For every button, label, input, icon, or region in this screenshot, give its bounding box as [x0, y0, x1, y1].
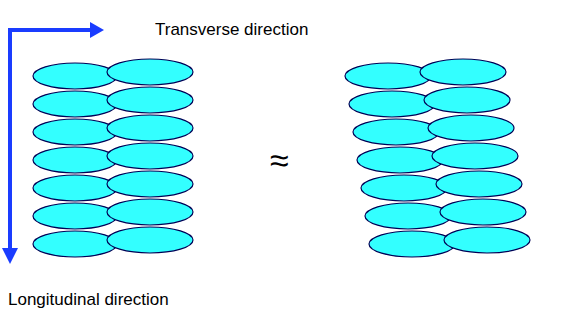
disk — [440, 199, 526, 225]
straight-stack — [33, 59, 193, 257]
disk — [107, 87, 193, 113]
disk — [424, 87, 510, 113]
disk — [353, 119, 439, 145]
disk — [33, 147, 117, 173]
approx-symbol: ≈ — [270, 140, 289, 181]
disk — [107, 115, 193, 141]
disk — [365, 203, 451, 229]
disk — [432, 143, 518, 169]
disk — [357, 147, 443, 173]
disk — [33, 119, 117, 145]
disk — [107, 143, 193, 169]
disk — [107, 59, 193, 85]
axis-label: Transverse direction — [155, 20, 308, 40]
disk — [369, 231, 455, 257]
disk — [428, 115, 514, 141]
disk — [107, 227, 193, 253]
disk — [33, 175, 117, 201]
axis-label: Longitudinal direction — [8, 290, 169, 310]
sheared-stack — [345, 59, 530, 257]
arrow-head — [90, 22, 104, 38]
disk — [420, 59, 506, 85]
disk — [33, 203, 117, 229]
disk — [33, 91, 117, 117]
disk — [444, 227, 530, 253]
longitudinal-axis — [8, 28, 12, 250]
disk — [349, 91, 435, 117]
disk — [361, 175, 447, 201]
arrow-head — [2, 248, 18, 264]
disk — [107, 199, 193, 225]
transverse-axis — [8, 28, 92, 32]
disk — [436, 171, 522, 197]
disk — [33, 63, 117, 89]
disk — [33, 231, 117, 257]
disk — [107, 171, 193, 197]
disk — [345, 63, 431, 89]
